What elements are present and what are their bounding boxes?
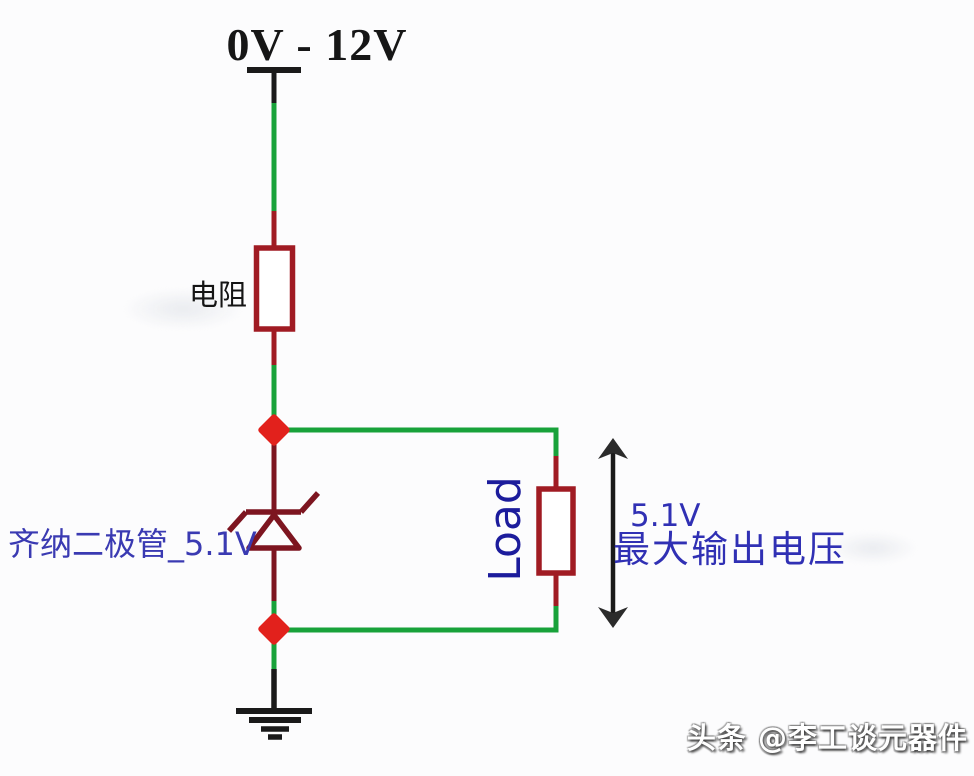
voltage-source-terminal [247, 67, 301, 106]
load-symbol [536, 456, 576, 608]
wire-node-to-load-top [274, 427, 559, 458]
zener-diode-symbol [226, 437, 321, 603]
source-voltage-label: 0V - 12V [226, 19, 408, 70]
background-smudge [108, 283, 258, 335]
background-smudge [818, 528, 928, 568]
output-range-arrow [598, 438, 628, 628]
junction-node-bottom [258, 613, 290, 645]
junction-node-top [258, 414, 290, 446]
output-voltage-value: 5.1V [630, 498, 701, 534]
resistor-label: 电阻 [189, 278, 248, 312]
wire-load-bottom-to-node [274, 606, 559, 633]
zener-diode-label: 齐纳二极管_5.1V [8, 525, 257, 563]
watermark-text: 头条 @李工谈元器件 [686, 721, 968, 755]
load-label: Load [479, 476, 531, 582]
ground-symbol [236, 669, 312, 740]
resistor-symbol [253, 211, 296, 367]
output-voltage-caption: 最大输出电压 [613, 528, 847, 571]
